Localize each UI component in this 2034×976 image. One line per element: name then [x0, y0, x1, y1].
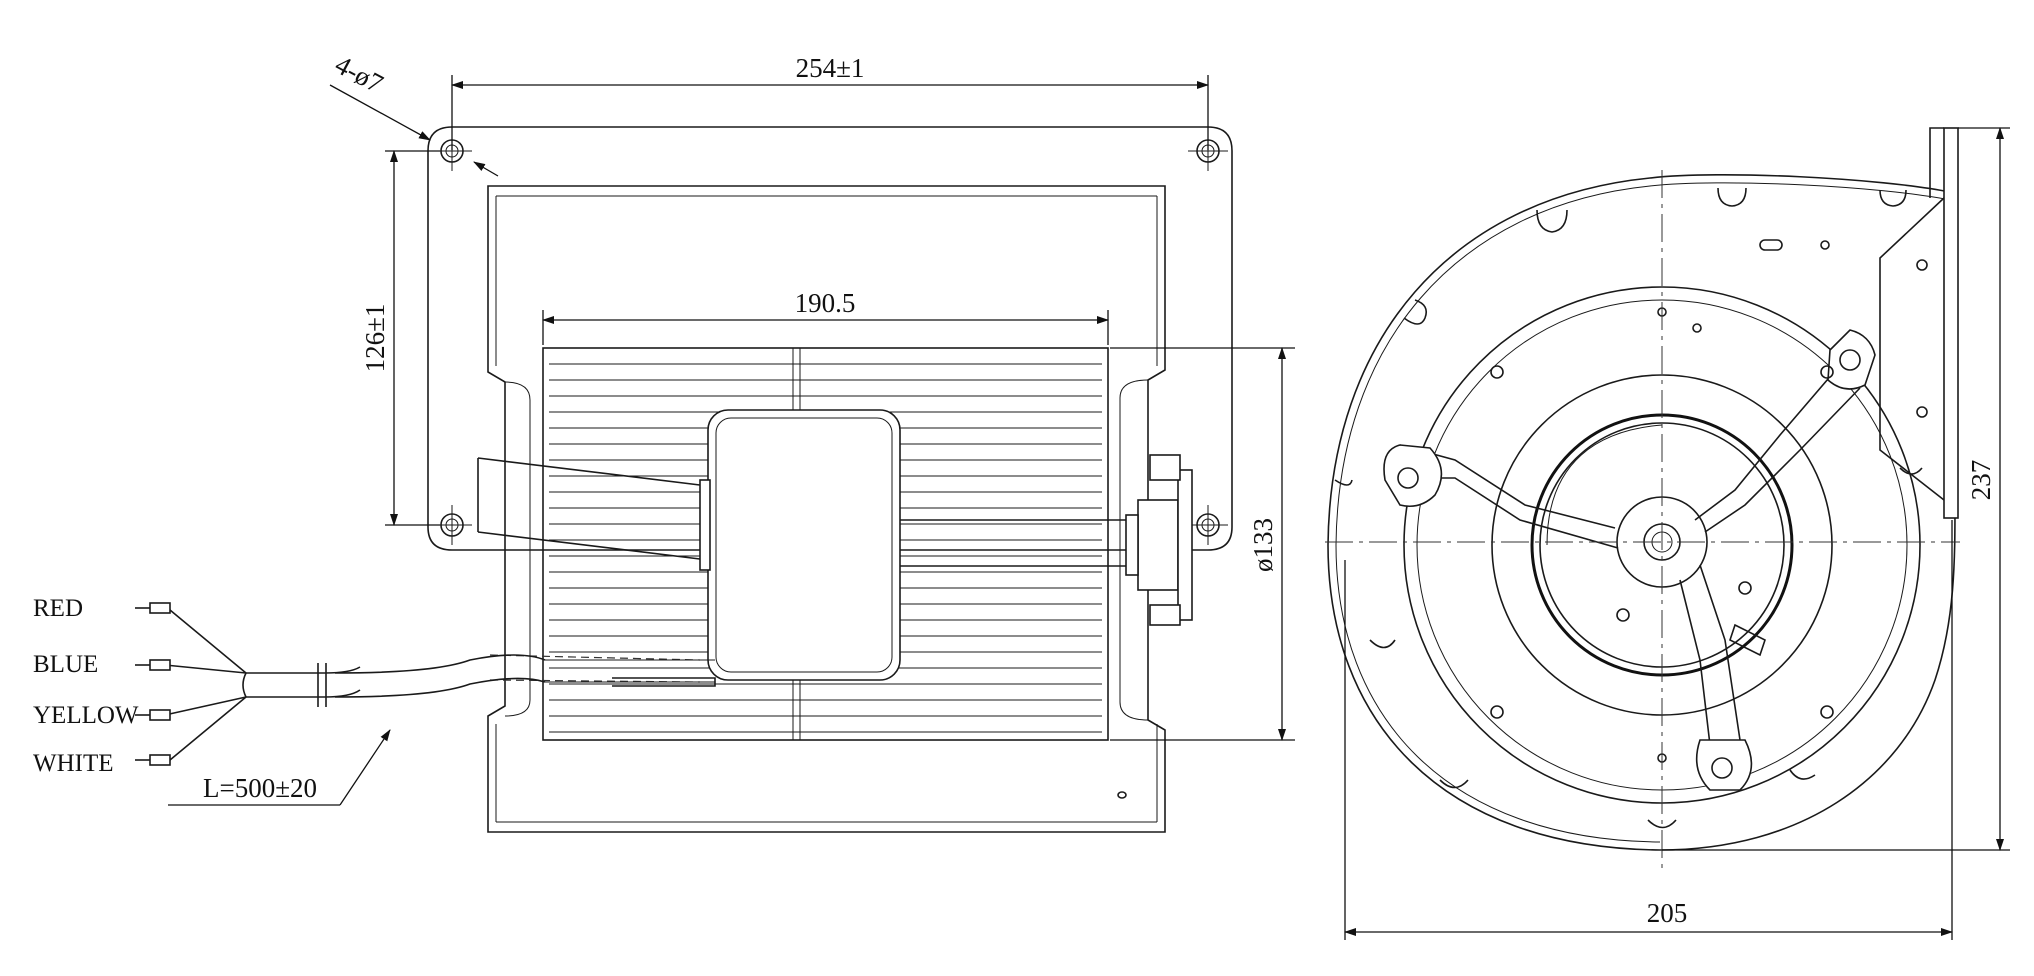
housing-height-label: 237: [1966, 460, 1996, 501]
hole-spacing-label: 126±1: [360, 304, 390, 373]
mounting-flange: [427, 126, 1233, 551]
wire-label-blue: BLUE: [33, 651, 98, 678]
wire-label-yellow: YELLOW: [33, 702, 139, 729]
dimension-lines: [168, 75, 2010, 940]
lead-length-label: L=500±20: [203, 773, 317, 803]
lead-cable: [135, 602, 546, 766]
hole-spec-label: 4-ø7: [330, 49, 388, 99]
terminal-box: [707, 409, 901, 681]
wire-color-labels: RED BLUE YELLOW WHITE: [33, 595, 139, 777]
overall-width-label: 254±1: [796, 53, 865, 83]
shaft-connector: [1125, 454, 1193, 626]
motor-length-label: 190.5: [795, 288, 856, 318]
support-spider: [1383, 329, 1876, 791]
dimension-labels: 254±1 4-ø7 126±1 190.5 ø133 237 205 L=50…: [203, 49, 1996, 928]
wire-label-white: WHITE: [33, 750, 114, 777]
motor-body: [542, 347, 1109, 741]
side-view: [427, 126, 1233, 833]
scroll-housing: [1327, 174, 1956, 851]
front-view: [1325, 127, 1960, 870]
outlet-flange: [1943, 127, 1959, 519]
rivet-holes: [1490, 239, 1928, 763]
motor-diameter-label: ø133: [1248, 518, 1278, 572]
motor-cooling-fins: [549, 363, 1102, 733]
clamp-band: [477, 457, 1138, 567]
wire-terminals: [135, 602, 171, 766]
housing-tabs: [1334, 187, 1923, 829]
wire-label-red: RED: [33, 595, 83, 622]
housing-width-label: 205: [1647, 898, 1688, 928]
